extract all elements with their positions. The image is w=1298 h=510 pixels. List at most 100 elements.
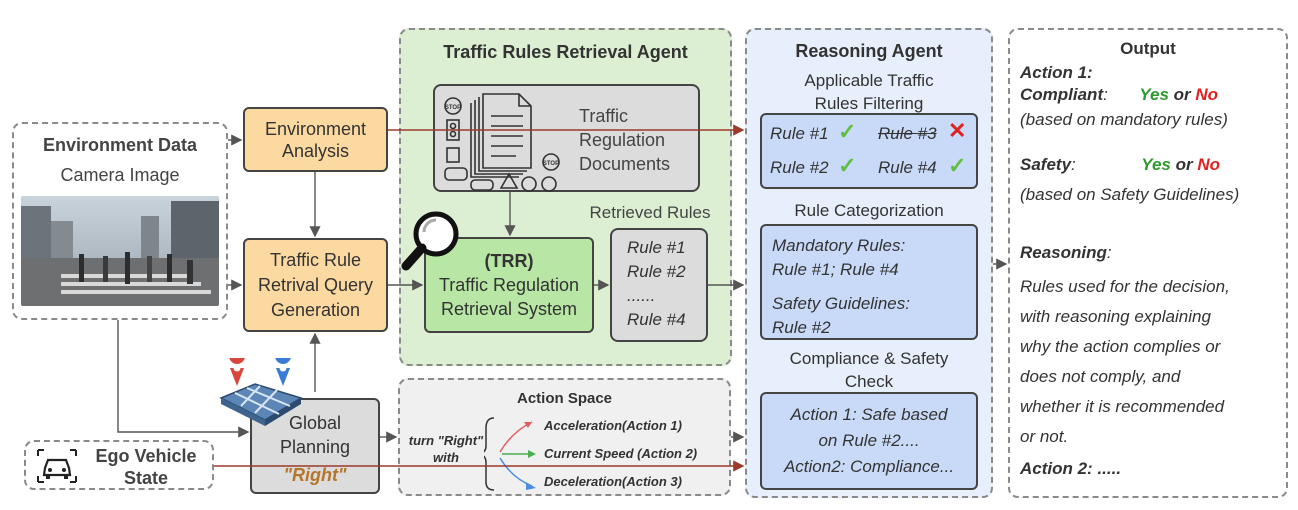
- safety-yes: Yes: [1141, 155, 1171, 174]
- retrieved-rule-3: ......: [627, 286, 656, 305]
- reasoning-text-line-1: Rules used for the decision,: [1020, 277, 1230, 296]
- compliant-no: No: [1195, 85, 1219, 104]
- safety-colon: :: [1071, 155, 1076, 174]
- retrieved-rules-list: Rule #1 Rule #2 ...... Rule #4: [627, 236, 686, 332]
- reasoning-text-line-6: or not.: [1020, 427, 1069, 446]
- retrieved-rules-label: Retrieved Rules: [589, 203, 711, 222]
- safety-label: Safety: [1020, 155, 1072, 174]
- stop-sign-text-2: STOP: [543, 161, 559, 167]
- filter-rule-2: Rule #2: [770, 158, 829, 177]
- car-icon: [37, 449, 77, 483]
- action-2-label: Current Speed (Action 2): [544, 446, 698, 461]
- ego-vehicle-box: Ego Vehicle State: [24, 440, 214, 490]
- compliant-note: (based on mandatory rules): [1020, 110, 1228, 129]
- ego-vehicle-label: Ego Vehicle: [95, 446, 197, 466]
- output-action-2: Action 2: .....: [1020, 459, 1122, 478]
- stop-sign-text: STOP: [445, 105, 461, 111]
- output-reasoning-line: Reasoning:: [1020, 242, 1112, 264]
- reasoning-colon: :: [1106, 243, 1112, 262]
- compliant-colon: :: [1103, 85, 1108, 104]
- action-space-prefix: turn "Right" with: [406, 432, 486, 466]
- camera-image: [21, 196, 219, 306]
- environment-analysis-box: Environment Analysis: [243, 107, 388, 172]
- check-icon-rule-4: ✓: [948, 153, 967, 178]
- trr-label: (TRR): [484, 251, 534, 271]
- compliance-title-line2: Check: [844, 372, 894, 391]
- cross-icon-rule-3: ✕: [948, 118, 967, 143]
- query-generation-box: Traffic Rule Retrival Query Generation: [243, 238, 388, 332]
- compliance-line1: Action 1: Safe based: [790, 405, 948, 424]
- trr-line2: Traffic Regulation: [438, 275, 580, 295]
- action-arrows: [484, 417, 536, 491]
- filter-rule-4: Rule #4: [878, 158, 937, 177]
- action-space-box: Action Space turn "Right" with Accelerat…: [398, 378, 731, 496]
- compliant-or: or: [1173, 85, 1191, 104]
- filter-rule-1: Rule #1: [770, 124, 829, 143]
- trr-system-box: (TRR) Traffic Regulation Retrieval Syste…: [424, 237, 594, 333]
- output-box: Output Action 1: Compliant: Yes or No (b…: [1008, 28, 1288, 498]
- reasoning-label: Reasoning: [1020, 243, 1107, 262]
- query-generation-line2: Retrival Query: [257, 274, 374, 295]
- map-icon: [219, 358, 303, 426]
- environment-data-box: Environment Data Camera Image: [12, 122, 228, 320]
- output-title: Output: [1120, 39, 1176, 58]
- action-space-prefix-line1: turn "Right": [408, 433, 484, 448]
- docs-line2: Regulation: [579, 130, 666, 150]
- query-generation-line1: Traffic Rule: [269, 249, 362, 270]
- compliant-label: Compliant: [1020, 85, 1104, 104]
- filter-title-line1: Applicable Traffic: [804, 71, 934, 90]
- safety-or: or: [1175, 155, 1193, 174]
- reasoning-text-line-4: does not comply, and: [1020, 367, 1181, 386]
- rule-categorization-title: Rule Categorization: [794, 201, 944, 220]
- global-planning-line2: Planning: [279, 437, 351, 457]
- action-space-prefix-line2: with: [433, 450, 459, 465]
- safety-no: No: [1197, 155, 1220, 174]
- check-icon-rule-2: ✓: [838, 153, 857, 178]
- safety-note: (based on Safety Guidelines): [1020, 185, 1240, 204]
- rule-categorization-box: Mandatory Rules: Rule #1; Rule #4 Safety…: [760, 224, 978, 340]
- reasoning-text-line-2: with reasoning explaining: [1020, 307, 1211, 326]
- mandatory-rules-list: Rule #1; Rule #4: [772, 260, 899, 279]
- categorization-text: Mandatory Rules: Rule #1; Rule #4 Safety…: [772, 234, 910, 340]
- global-planning-value: "Right": [283, 465, 347, 485]
- docs-line3: Documents: [579, 154, 671, 174]
- retrieved-rule-2: Rule #2: [627, 262, 686, 281]
- trr-line3: Retrieval System: [440, 299, 578, 319]
- environment-analysis-line1: Environment: [264, 118, 367, 139]
- docs-line1: Traffic: [579, 106, 629, 126]
- retrieved-rule-4: Rule #4: [627, 310, 686, 329]
- retrieved-rules-box: Rule #1 Rule #2 ...... Rule #4: [610, 228, 708, 342]
- reasoning-agent-title: Reasoning Agent: [795, 41, 943, 61]
- output-safety-line: Safety: Yes or No: [1020, 154, 1220, 176]
- documents-icon: STOP STOP: [444, 93, 560, 192]
- compliance-check-box: Action 1: Safe based on Rule #2.... Acti…: [760, 392, 978, 490]
- query-generation-line3: Generation: [270, 299, 361, 320]
- environment-data-title: Environment Data: [42, 135, 198, 155]
- compliance-text: Action 1: Safe based on Rule #2.... Acti…: [762, 402, 976, 480]
- traffic-regulation-documents-label: Traffic Regulation Documents: [579, 104, 670, 176]
- output-action-1: Action 1:: [1020, 63, 1093, 82]
- camera-image-label: Camera Image: [60, 165, 180, 185]
- reasoning-text-line-3: why the action complies or: [1020, 337, 1221, 356]
- action-1-label: Acceleration(Action 1): [544, 418, 682, 433]
- safety-guidelines-list: Rule #2: [772, 318, 831, 337]
- retrieved-rule-1: Rule #1: [627, 238, 686, 257]
- rules-filtering-box: Rule #1 ✓ Rule #3 ✕ Rule #2 ✓ Rule #4 ✓: [760, 113, 978, 189]
- safety-guidelines-label: Safety Guidelines:: [772, 294, 910, 313]
- compliance-line2: on Rule #2....: [818, 431, 920, 450]
- action-3-label: Deceleration(Action 3): [544, 474, 682, 489]
- compliant-yes: Yes: [1139, 85, 1169, 104]
- check-icon-rule-1: ✓: [838, 119, 857, 144]
- compliance-line3: Action2: Compliance...: [783, 457, 955, 476]
- compliance-title-line1: Compliance & Safety: [789, 349, 949, 368]
- magnifier-icon: [401, 211, 459, 271]
- filter-rule-3: Rule #3: [878, 124, 937, 143]
- traffic-rules-retrieval-agent-title: Traffic Rules Retrieval Agent: [443, 42, 688, 62]
- reasoning-text: Rules used for the decision, with reason…: [1020, 272, 1230, 452]
- traffic-regulation-documents-box: STOP STOP Traffic Regulation Documents: [433, 84, 700, 192]
- reasoning-text-line-5: whether it is recommended: [1020, 397, 1225, 416]
- output-compliant-line: Compliant: Yes or No: [1020, 84, 1218, 106]
- action-space-title: Action Space: [516, 390, 613, 407]
- environment-analysis-line2: Analysis: [281, 140, 350, 161]
